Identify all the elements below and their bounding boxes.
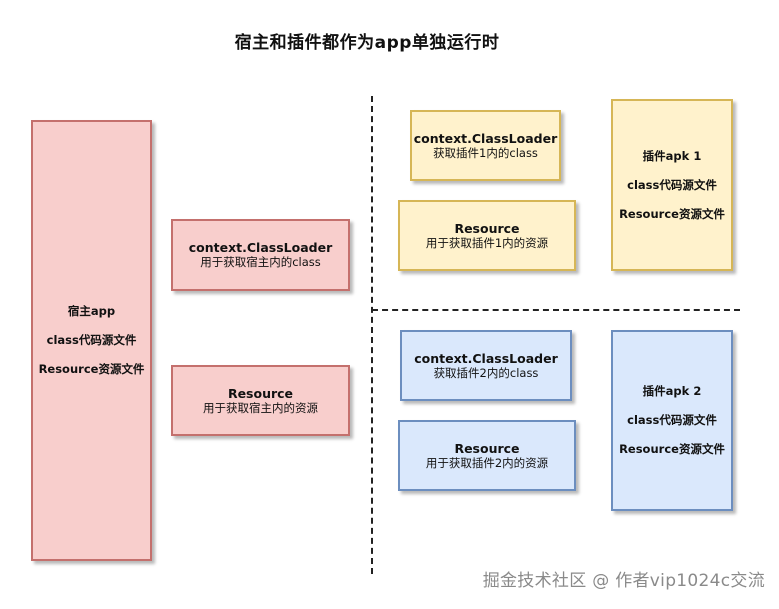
plugin2-classloader-box: context.ClassLoader 获取插件2内的class [400, 330, 572, 401]
host-app-box: 宿主app class代码源文件 Resource资源文件 [31, 120, 152, 561]
plugin1-classloader-title: context.ClassLoader [413, 130, 558, 146]
horizontal-dashed-separator [372, 309, 740, 311]
plugin1-resource-box: Resource 用于获取插件1内的资源 [398, 200, 576, 271]
host-classloader-title: context.ClassLoader [188, 240, 333, 255]
plugin1-apk-box: 插件apk 1 class代码源文件 Resource资源文件 [611, 99, 733, 271]
plugin1-classloader-desc: 获取插件1内的class [433, 145, 538, 160]
plugin2-apk-name: 插件apk 2 [642, 384, 702, 398]
plugin2-apk-box: 插件apk 2 class代码源文件 Resource资源文件 [611, 330, 733, 511]
vertical-dashed-separator [371, 96, 373, 574]
plugin1-resource-desc: 用于获取插件1内的资源 [425, 235, 549, 250]
plugin1-resource-title: Resource [454, 220, 520, 236]
plugin2-classloader-title: context.ClassLoader [414, 350, 558, 366]
host-classloader-desc: 用于获取宿主内的class [200, 255, 321, 269]
host-app-name: 宿主app [67, 304, 116, 318]
plugin1-apk-resource-file: Resource资源文件 [619, 206, 725, 221]
plugin2-apk-resource-file: Resource资源文件 [619, 442, 725, 456]
diagram-title: 宿主和插件都作为app单独运行时 [234, 33, 500, 53]
host-resource-title: Resource [227, 385, 294, 401]
plugin1-apk-class-source: class代码源文件 [627, 177, 717, 192]
host-resource-desc: 用于获取宿主内的资源 [203, 400, 318, 415]
host-classloader-box: context.ClassLoader 用于获取宿主内的class [171, 219, 350, 291]
host-app-resource-file: Resource资源文件 [38, 362, 145, 376]
plugin2-classloader-desc: 获取插件2内的class [433, 365, 539, 380]
plugin1-classloader-box: context.ClassLoader 获取插件1内的class [410, 110, 561, 181]
plugin2-resource-title: Resource [454, 440, 520, 456]
plugin2-resource-box: Resource 用于获取插件2内的资源 [398, 420, 576, 491]
watermark: 掘金技术社区 @ 作者vip1024c交流 [482, 571, 765, 591]
plugin2-apk-class-source: class代码源文件 [627, 413, 717, 427]
host-resource-box: Resource 用于获取宿主内的资源 [171, 365, 350, 436]
plugin2-resource-desc: 用于获取插件2内的资源 [425, 455, 549, 470]
host-app-class-source: class代码源文件 [46, 333, 137, 347]
plugin1-apk-name: 插件apk 1 [642, 148, 702, 163]
